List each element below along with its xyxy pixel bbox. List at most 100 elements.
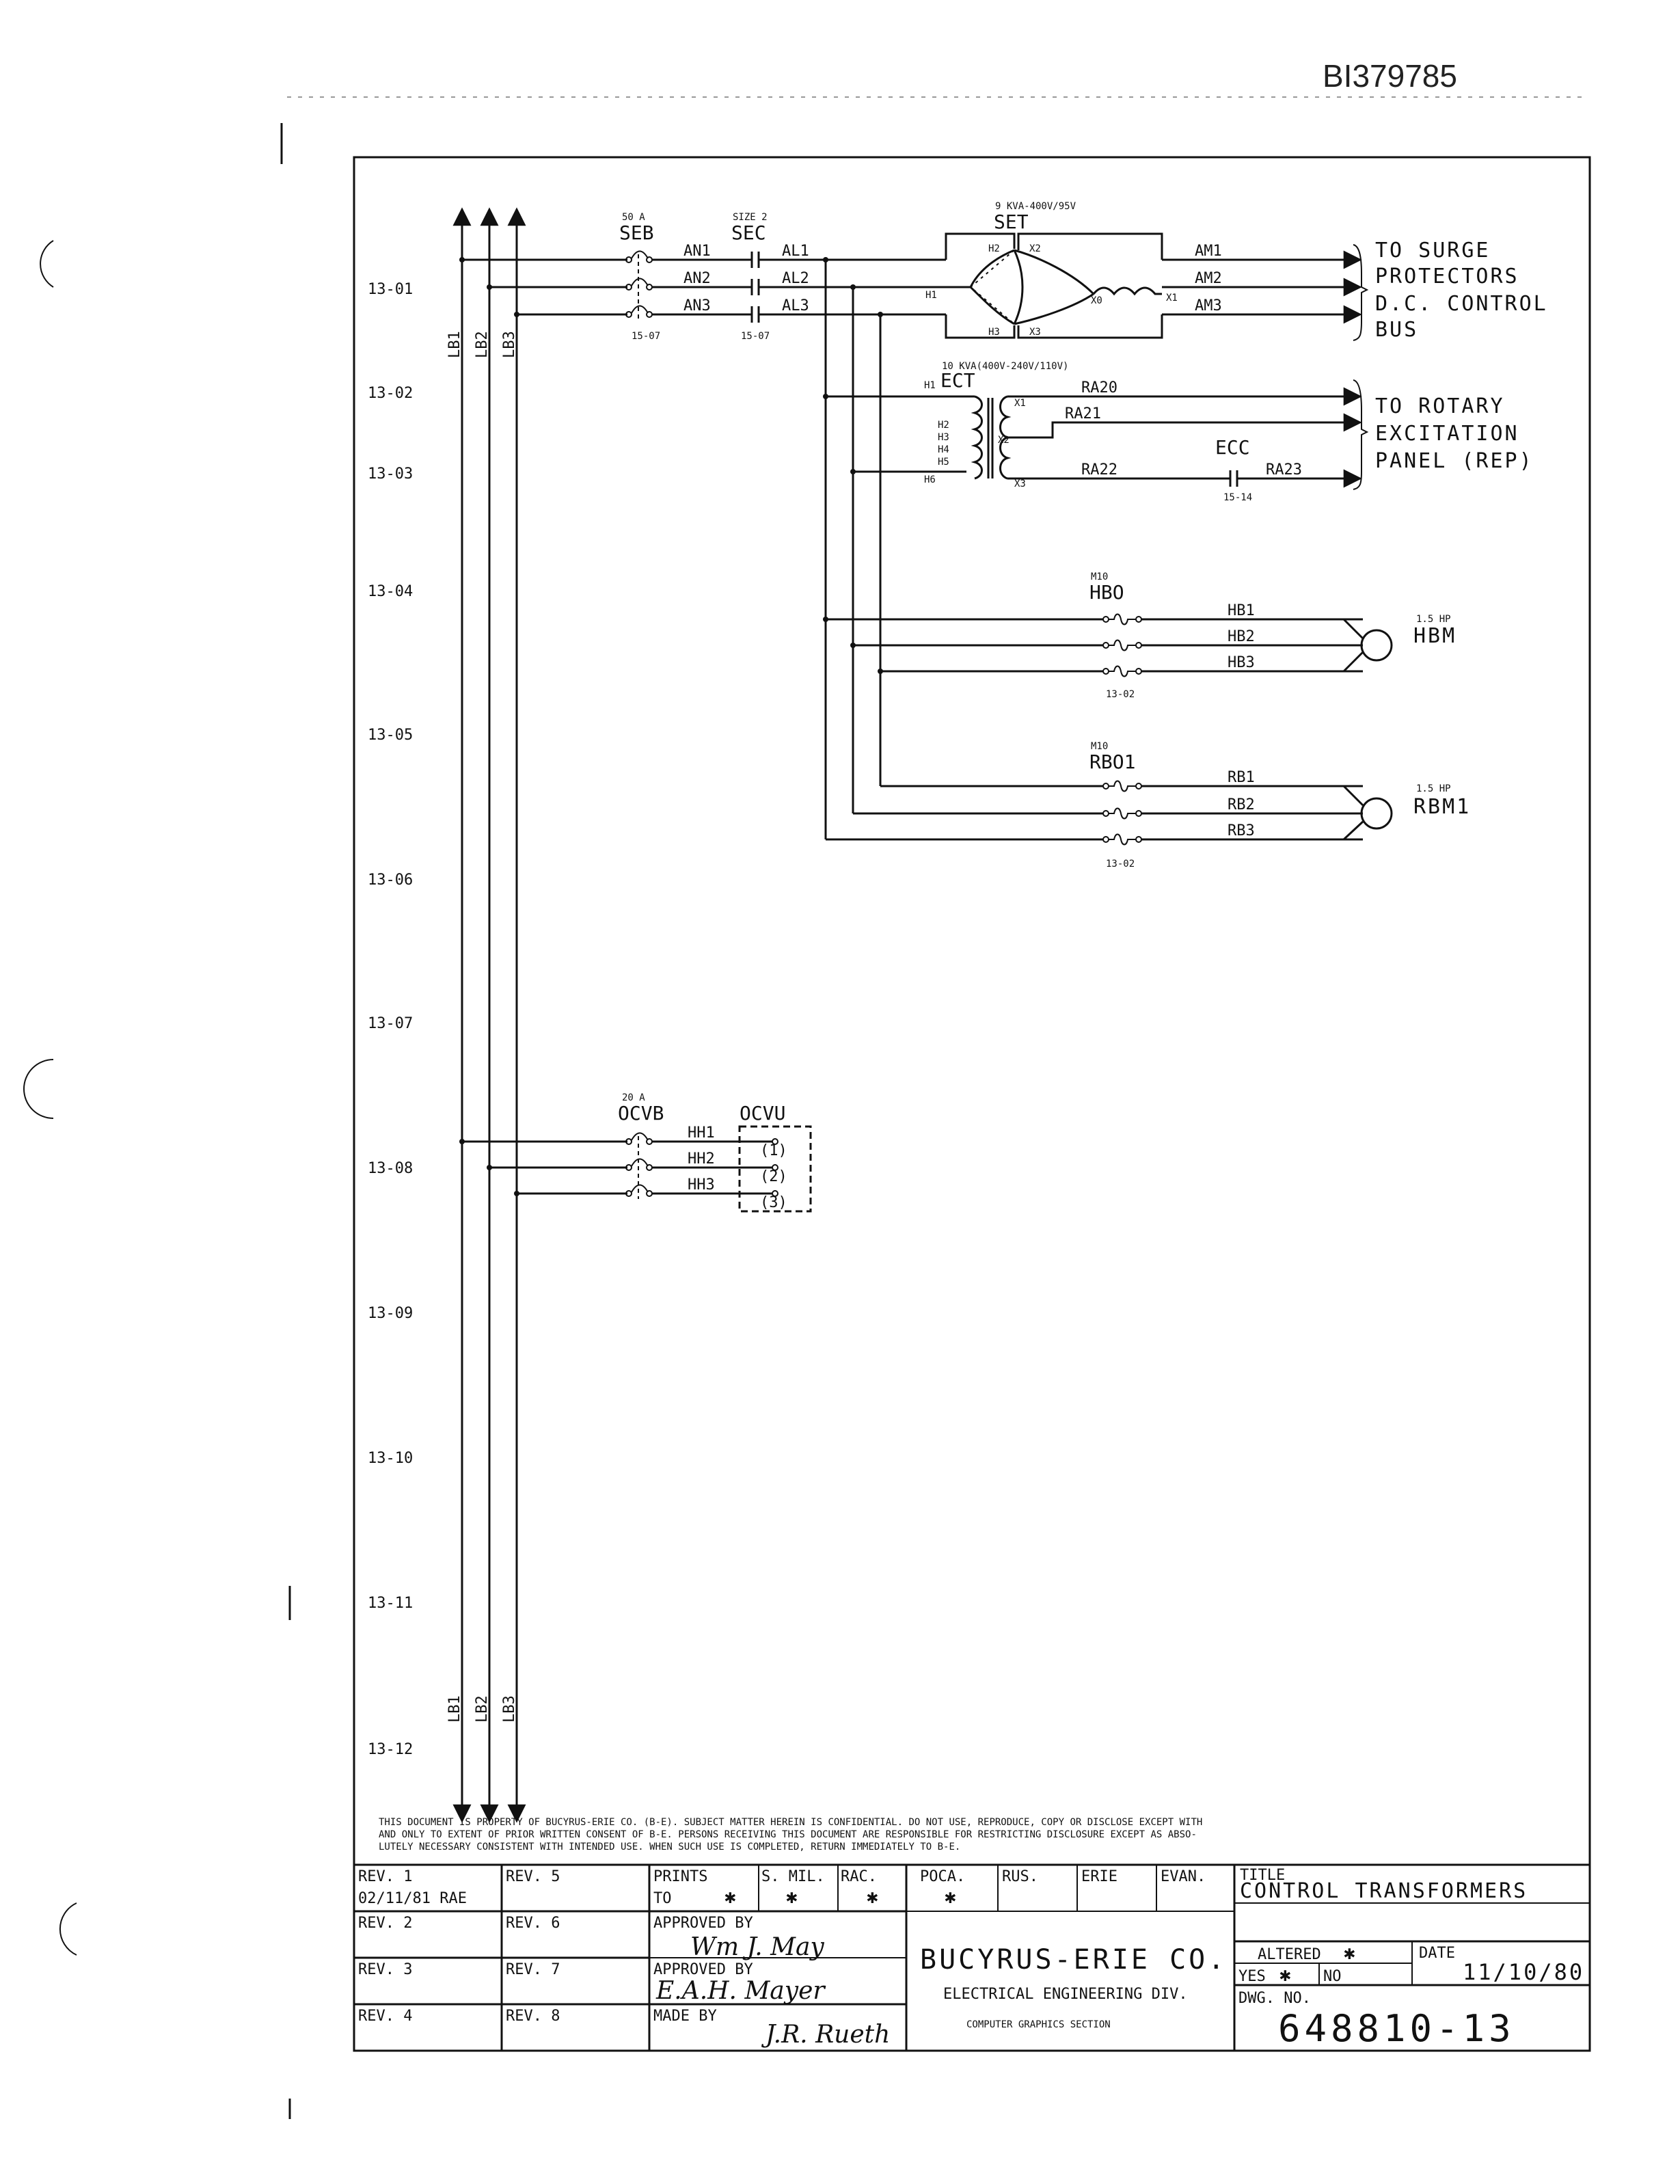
title-block-text: REV. 1 02/11/81 RAE REV. 2 REV. 3 REV. 4… [358, 1867, 1584, 2050]
svg-text:SIZE 2: SIZE 2 [733, 212, 768, 223]
rbo-motor-circuit: M10 RBO1 RB1 RB2 RB3 13-02 1.5 HP RBM1 [826, 741, 1471, 869]
svg-text:TO: TO [653, 1890, 672, 1907]
svg-text:9 KVA-400V/95V: 9 KVA-400V/95V [995, 201, 1076, 212]
bus-label: LB3 [501, 1695, 518, 1723]
svg-text:SET: SET [994, 211, 1029, 233]
svg-text:SEC: SEC [731, 221, 766, 244]
zone-label: 13-12 [368, 1741, 413, 1758]
svg-text:X3: X3 [1029, 327, 1041, 338]
zone-label: 13-09 [368, 1305, 413, 1322]
svg-text:(1): (1) [760, 1142, 787, 1159]
svg-text:REV. 3: REV. 3 [358, 1961, 412, 1978]
hbo-motor-circuit: M10 HBO HB1 HB2 HB3 13-02 1.5 HP HBM [823, 571, 1454, 700]
svg-text:X2: X2 [1029, 243, 1041, 254]
svg-text:✱: ✱ [1344, 1941, 1355, 1964]
svg-text:H3: H3 [988, 327, 1000, 338]
svg-text:H4: H4 [938, 444, 949, 455]
svg-text:1.5 HP: 1.5 HP [1416, 614, 1451, 625]
svg-text:EXCITATION: EXCITATION [1375, 422, 1519, 446]
bus-label: LB3 [501, 331, 518, 358]
svg-text:H5: H5 [938, 457, 949, 468]
svg-text:02/11/81 RAE: 02/11/81 RAE [358, 1890, 467, 1907]
svg-text:HBO: HBO [1089, 581, 1124, 604]
svg-text:ALTERED: ALTERED [1258, 1946, 1321, 1963]
svg-text:S. MIL.: S. MIL. [761, 1868, 825, 1885]
svg-text:X1: X1 [1166, 293, 1178, 304]
zone-label: 13-11 [368, 1595, 413, 1612]
svg-text:RB2: RB2 [1228, 796, 1255, 813]
zone-label: 13-07 [368, 1015, 413, 1032]
svg-text:AL2: AL2 [782, 270, 809, 287]
svg-text:AM2: AM2 [1195, 270, 1222, 287]
svg-text:HH2: HH2 [688, 1150, 715, 1168]
svg-text:BUS: BUS [1375, 318, 1418, 342]
svg-text:MADE BY: MADE BY [653, 2008, 717, 2025]
ocvb-ocvu-circuit: 20 A OCVB OCVU HH1 HH2 HH3 (1) (2) (3) [459, 1092, 812, 1213]
svg-text:DWG. NO.: DWG. NO. [1238, 1990, 1311, 2007]
svg-text:AN3: AN3 [683, 297, 711, 314]
svg-text:OCVB: OCVB [618, 1102, 664, 1124]
svg-text:50 A: 50 A [622, 212, 645, 223]
ect-transformer: 10 KVA(400V-240V/110V) ECT H1 H2 H3 H4 H… [823, 361, 1534, 503]
svg-text:HB3: HB3 [1228, 654, 1255, 671]
svg-text:RBM1: RBM1 [1413, 795, 1471, 819]
svg-text:DATE: DATE [1419, 1945, 1455, 1962]
svg-text:TO ROTARY: TO ROTARY [1375, 394, 1505, 418]
svg-text:THIS DOCUMENT IS PROPERTY OF B: THIS DOCUMENT IS PROPERTY OF BUCYRUS-ERI… [379, 1817, 1202, 1828]
zone-label: 13-02 [368, 385, 413, 402]
svg-text:REV. 5: REV. 5 [506, 1868, 560, 1885]
svg-text:REV. 1: REV. 1 [358, 1868, 412, 1885]
svg-text:M10: M10 [1091, 741, 1108, 752]
zone-label: 13-01 [368, 281, 413, 298]
zone-label: 13-03 [368, 466, 413, 483]
svg-text:✱: ✱ [786, 1885, 798, 1908]
seb-sec-feeders: 50 A SEB SIZE 2 SEC AN1 AN2 AN3 AL1 AL2 … [459, 212, 971, 839]
zone-label: 13-04 [368, 583, 413, 600]
svg-text:AN1: AN1 [683, 243, 711, 260]
bus-label: LB2 [474, 331, 491, 358]
svg-text:H2: H2 [938, 420, 949, 431]
svg-text:ELECTRICAL ENGINEERING DIV.: ELECTRICAL ENGINEERING DIV. [943, 1986, 1188, 2003]
svg-text:SEB: SEB [619, 221, 654, 244]
svg-text:(2): (2) [760, 1168, 787, 1185]
svg-text:REV. 6: REV. 6 [506, 1915, 560, 1932]
drawing-date: 11/10/80 [1463, 1959, 1584, 1985]
svg-text:HB1: HB1 [1228, 602, 1255, 619]
svg-text:X2: X2 [998, 435, 1010, 446]
svg-text:AN2: AN2 [683, 270, 711, 287]
document-id: BI379785 [1323, 58, 1457, 94]
punch-hole [23, 1059, 54, 1119]
svg-text:H1: H1 [925, 290, 937, 301]
svg-text:OCVU: OCVU [740, 1102, 785, 1124]
svg-text:RA22: RA22 [1081, 461, 1117, 478]
svg-text:X0: X0 [1091, 295, 1102, 306]
svg-text:POCA.: POCA. [920, 1868, 965, 1885]
svg-text:PROTECTORS: PROTECTORS [1375, 265, 1519, 288]
lb-buses: LB1 LB2 LB3 LB1 LB2 LB3 [446, 207, 526, 1823]
signature: J.R. Rueth [761, 2021, 890, 2049]
svg-text:AL1: AL1 [782, 243, 809, 260]
zone-labels: 13-01 13-02 13-03 13-04 13-05 13-06 13-0… [368, 281, 413, 1758]
svg-text:EVAN.: EVAN. [1161, 1868, 1206, 1885]
svg-text:D.C. CONTROL: D.C. CONTROL [1375, 292, 1548, 316]
svg-text:LUTELY NECESSARY CONSISTENT WI: LUTELY NECESSARY CONSISTENT WITH INTENDE… [379, 1842, 960, 1852]
svg-text:RBO1: RBO1 [1089, 751, 1135, 773]
svg-text:✱: ✱ [724, 1885, 736, 1908]
zone-label: 13-05 [368, 727, 413, 744]
svg-text:✱: ✱ [1279, 1963, 1291, 1986]
punch-hole [40, 240, 54, 288]
svg-text:AND ONLY TO EXTENT OF PRIOR WR: AND ONLY TO EXTENT OF PRIOR WRITTEN CONS… [379, 1829, 1197, 1840]
svg-text:15-07: 15-07 [741, 331, 770, 342]
svg-text:(3): (3) [760, 1194, 787, 1211]
bus-label: LB2 [474, 1695, 491, 1723]
zone-label: 13-08 [368, 1160, 413, 1177]
svg-text:H1: H1 [924, 380, 936, 391]
svg-text:1.5 HP: 1.5 HP [1416, 783, 1451, 794]
svg-text:NO: NO [1323, 1968, 1342, 1985]
svg-text:RB1: RB1 [1228, 769, 1255, 786]
svg-text:RUS.: RUS. [1002, 1868, 1038, 1885]
drawing-title: CONTROL TRANSFORMERS [1240, 1879, 1528, 1903]
svg-text:PANEL (REP): PANEL (REP) [1375, 449, 1534, 473]
svg-text:RAC.: RAC. [841, 1868, 877, 1885]
